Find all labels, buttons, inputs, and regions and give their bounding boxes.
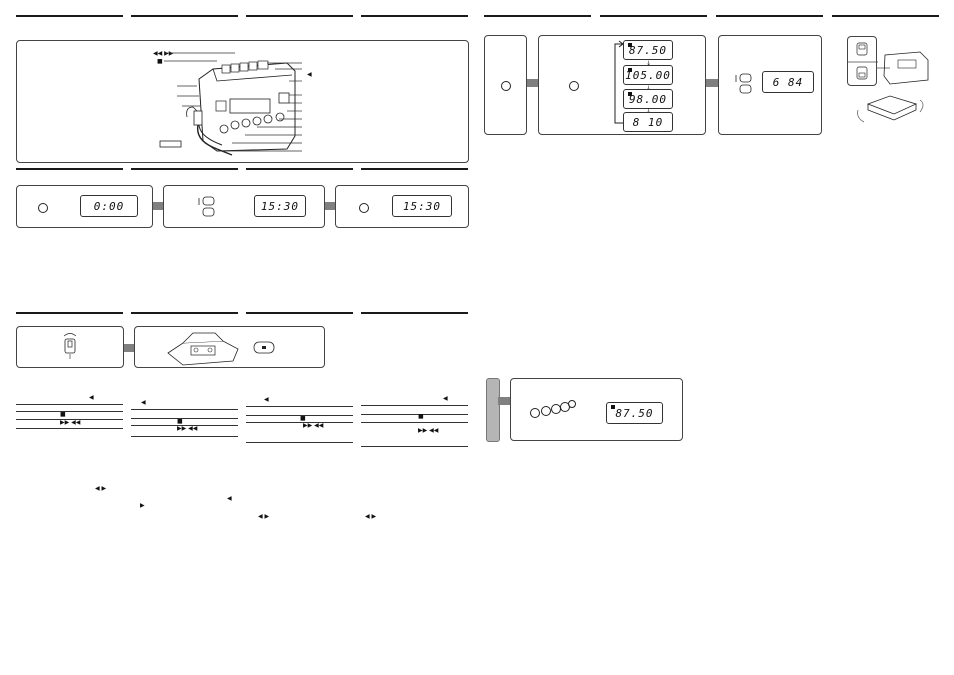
radio-step-3-panel: 6 84 (718, 35, 822, 135)
clock-step-3-panel: 15:30 (335, 185, 469, 228)
section-rule (716, 15, 823, 17)
section-rule (131, 168, 238, 170)
rocker-switch-icon (735, 73, 752, 94)
lcd-preset-4: 8 10 (623, 112, 673, 132)
stop-symbol: ■ (418, 413, 424, 420)
lcd-clock-set-blinking: 15:30 (254, 195, 306, 217)
flow-arrow (498, 397, 510, 405)
cassette-insert-panel (134, 326, 325, 368)
section-rule (361, 312, 468, 314)
play-symbol: ◀ (89, 394, 94, 401)
knob-icon (38, 203, 48, 213)
radio-presets-panel: 87.50 ↓ 105.00 ↓ 98.00 ↓ 8 10 (538, 35, 706, 135)
section-rule (600, 15, 707, 17)
rewind-ff-symbol: ◀◀ ▶▶ (153, 50, 174, 57)
lcd-station-am: 6 84 (762, 71, 814, 93)
flow-arrow (527, 79, 538, 87)
fwd-back-symbol: ◀ ▶ (258, 513, 270, 520)
ff-rew-symbol: ▶▶ ◀◀ (418, 427, 439, 434)
ff-rew-symbol: ▶▶ ◀◀ (303, 422, 324, 429)
side-tab (486, 378, 500, 442)
lcd-preset-2: 105.00 (623, 65, 673, 85)
device-diagram-panel: ◀◀ ▶▶ ■ ◀ (16, 40, 469, 163)
flow-arrow (706, 79, 718, 87)
switch-positions-icon (848, 42, 878, 80)
down-arrow-icon: ↓ (646, 60, 652, 67)
fwd-back-symbol: ◀ ▶ (95, 485, 107, 492)
section-rule (16, 168, 123, 170)
flow-arrow (124, 344, 134, 352)
knob-icon (501, 81, 511, 91)
knob-icon (359, 203, 369, 213)
section-rule (16, 312, 123, 314)
section-rule (246, 312, 353, 314)
clock-step-2-panel: 15:30 (163, 185, 325, 228)
section-rule (832, 15, 939, 17)
fwd-back-symbol: ◀ ▶ (365, 513, 377, 520)
stop-symbol: ■ (177, 418, 183, 425)
section-rule (361, 15, 468, 17)
play-symbol: ◀ (307, 71, 312, 78)
preset-button-5 (568, 400, 576, 408)
open-cassette-illustration (167, 332, 239, 366)
lcd-preset-recall: 87.50 (606, 402, 663, 424)
eject-button-icon (253, 341, 275, 354)
switch-step-panel (16, 326, 124, 368)
lcd-preset-1: 87.50 (623, 40, 673, 60)
lcd-preset-3: 98.00 (623, 89, 673, 109)
flow-arrow (153, 202, 163, 210)
cassette-player-illustration (159, 52, 302, 156)
play-symbol: ◀ (141, 399, 146, 406)
section-rule (16, 15, 123, 17)
stop-symbol: ■ (60, 411, 66, 418)
down-arrow-icon: ↓ (646, 86, 651, 92)
stop-symbol: ■ (157, 58, 163, 65)
section-rule (484, 15, 591, 17)
play-symbol: ◀ (443, 395, 448, 402)
knob-icon (569, 81, 579, 91)
radio-step-1-panel (484, 35, 527, 135)
switch-detail-panel (847, 36, 878, 86)
player-orientation-illustration (857, 51, 929, 123)
section-rule (131, 15, 238, 17)
slide-switch-icon (63, 333, 77, 359)
lcd-clock-blinking: 0:00 (80, 195, 138, 217)
rocker-switch-icon (198, 196, 215, 217)
cycle-bracket (614, 40, 624, 124)
preset-button-2 (541, 406, 551, 416)
section-rule (246, 168, 353, 170)
ff-rew-symbol: ▶▶ ◀◀ (177, 425, 198, 432)
ff-rew-symbol: ▶▶ ◀◀ (60, 419, 81, 426)
play-symbol: ◀ (227, 495, 232, 502)
section-rule (131, 312, 238, 314)
section-rule (361, 168, 468, 170)
preset-button-1 (530, 408, 540, 418)
fwd-symbol: ▶ (140, 502, 145, 509)
down-arrow-icon: ↓ (646, 109, 651, 115)
clock-step-1-panel: 0:00 (16, 185, 153, 228)
play-symbol: ◀ (264, 396, 269, 403)
flow-arrow (325, 202, 335, 210)
stop-symbol: ■ (300, 415, 306, 422)
lcd-clock-set: 15:30 (392, 195, 452, 217)
section-rule (246, 15, 353, 17)
preset-recall-panel: 87.50 (510, 378, 683, 441)
